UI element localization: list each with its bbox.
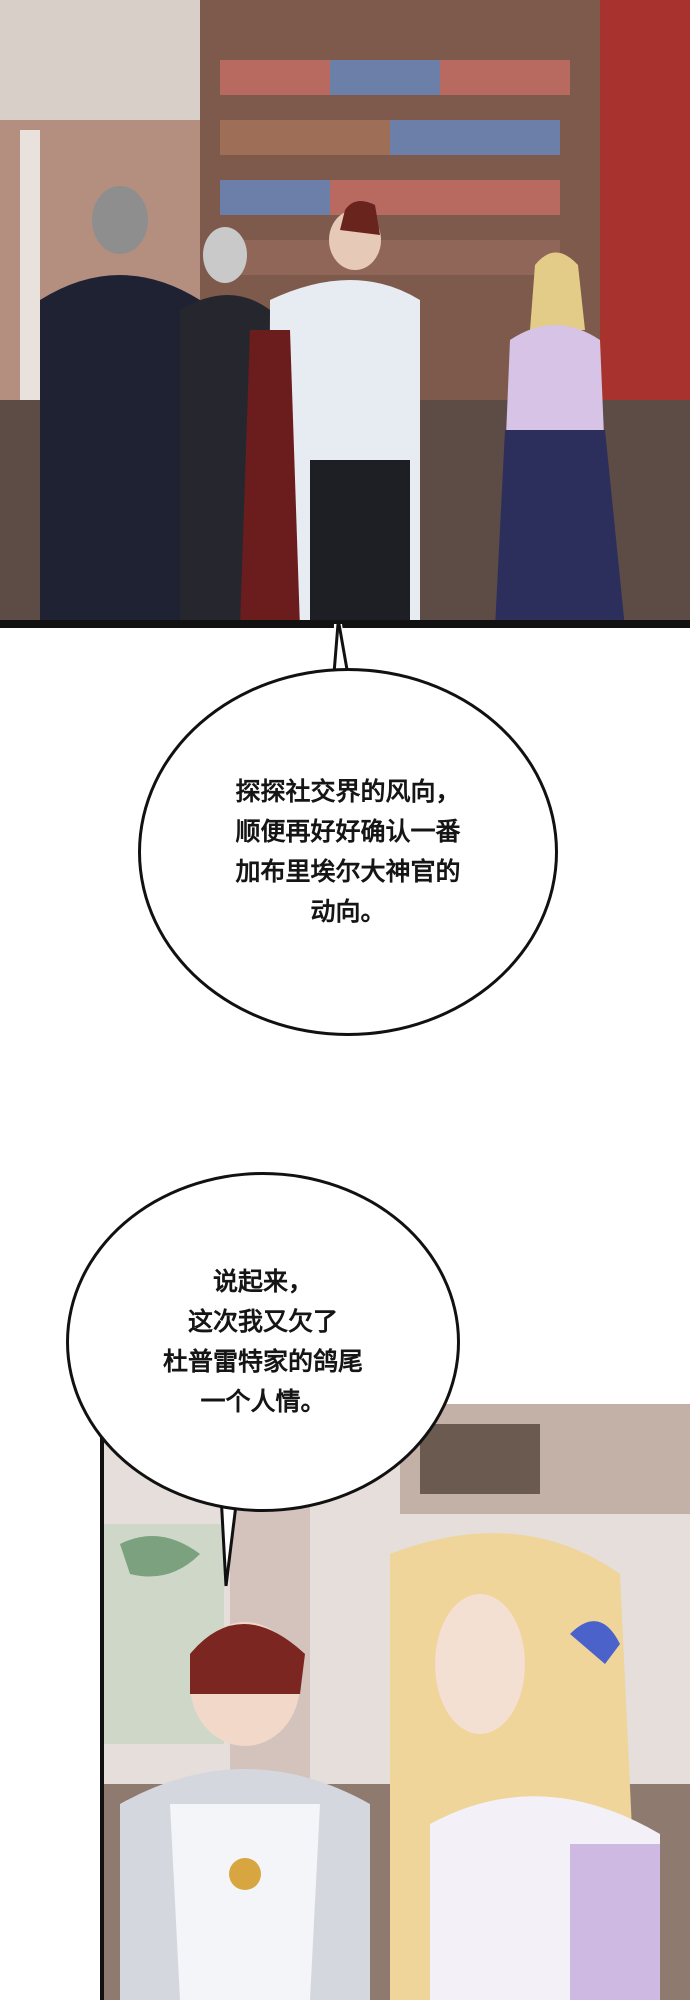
bubble2-line: 这次我又欠了 xyxy=(187,1307,338,1336)
speech-bubble-1-text: 探探社交界的风向， 顺便再好好确认一番 加布里埃尔大神官的 动向。 xyxy=(235,772,460,932)
speech-bubble-2: 说起来， 这次我又欠了 杜普雷特家的鸽尾 一个人情。 xyxy=(66,1172,460,1512)
bubble2-line: 一个人情。 xyxy=(200,1387,326,1416)
speech-bubble-2-text: 说起来， 这次我又欠了 杜普雷特家的鸽尾 一个人情。 xyxy=(163,1262,363,1422)
bubble2-line: 说起来， xyxy=(212,1267,313,1296)
bubble1-line: 加布里埃尔大神官的 xyxy=(235,857,461,886)
bubble1-line: 探探社交界的风向， xyxy=(235,777,461,806)
panel-top-scene xyxy=(0,0,690,628)
speech-bubble-1: 探探社交界的风向， 顺便再好好确认一番 加布里埃尔大神官的 动向。 xyxy=(138,668,558,1036)
bubble2-line: 杜普雷特家的鸽尾 xyxy=(162,1347,363,1376)
bubble1-line: 动向。 xyxy=(310,897,386,926)
scene-top-illustration xyxy=(0,0,690,628)
bubble1-line: 顺便再好好确认一番 xyxy=(235,817,461,846)
